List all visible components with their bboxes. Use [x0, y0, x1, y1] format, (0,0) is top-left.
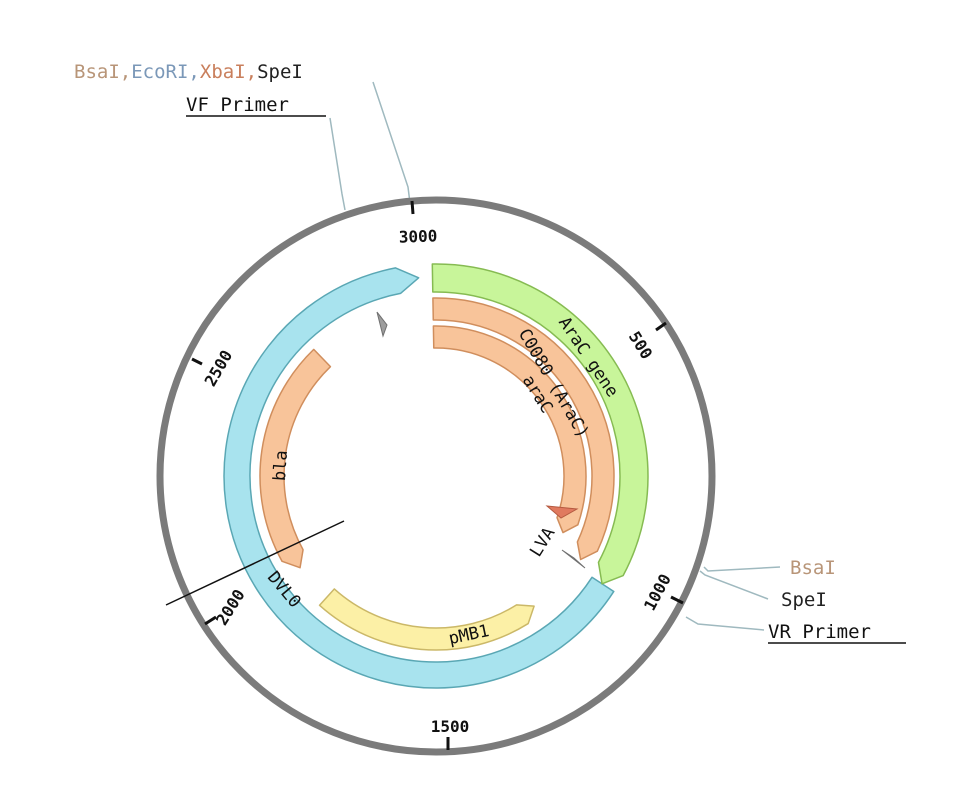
tick-label-500: 500 [625, 328, 656, 363]
right-site-spei: SpeI [781, 589, 827, 611]
site-spei-top: SpeI [257, 61, 303, 83]
leader-line-right-bsai [703, 566, 781, 572]
site-bsai-top: BsaI [74, 61, 120, 83]
site-sep-2: , [188, 61, 199, 83]
promoter-marker [545, 505, 579, 519]
tick-label-1500: 1500 [431, 717, 470, 736]
tick-label-3000: 3000 [398, 226, 437, 246]
vr-primer-label: VR Primer [768, 621, 871, 643]
tick-label-2500: 2500 [201, 347, 237, 390]
tick-3000 [410, 200, 415, 215]
tick-label-1000: 1000 [640, 571, 675, 614]
vf-primer-label: VF Primer [186, 94, 289, 116]
feature-dvl0 [223, 267, 615, 689]
right-site-bsai: BsaI [790, 557, 836, 579]
leader-line-top-sites [372, 81, 411, 204]
feature-c0080 [432, 297, 615, 561]
tick-label-2000: 2000 [212, 586, 249, 629]
feature-pmb1 [318, 588, 535, 651]
site-sep-1: , [120, 61, 131, 83]
tick-2500 [191, 357, 203, 366]
label-lva: LVA [526, 524, 559, 561]
site-xbai-top: XbaI [200, 61, 246, 83]
leader-line-right-spei [699, 570, 769, 600]
leader-lines [329, 81, 781, 631]
lva-marker [561, 549, 586, 569]
terminator-marker-top [376, 311, 388, 338]
plasmid-backbone [156, 196, 716, 756]
dvl0-boundary-line [165, 520, 345, 606]
leader-line-vf-primer [329, 117, 346, 211]
feature-arac-gene [431, 263, 649, 585]
label-bla: bla [270, 450, 292, 482]
features [223, 263, 649, 689]
leader-line-vr-primer [685, 616, 765, 631]
site-ecori-top: EcoRI [131, 61, 188, 83]
label-pmb1: pMB1 [447, 621, 491, 649]
tick-marks [191, 200, 684, 750]
feature-arac [432, 325, 587, 534]
site-sep-3: , [246, 61, 257, 83]
top-site-labels: BsaI,EcoRI,XbaI,SpeI [74, 61, 303, 83]
tick-500 [655, 321, 667, 332]
feature-bla [259, 348, 332, 569]
tick-1000 [670, 595, 684, 605]
tick-2000 [204, 615, 217, 626]
